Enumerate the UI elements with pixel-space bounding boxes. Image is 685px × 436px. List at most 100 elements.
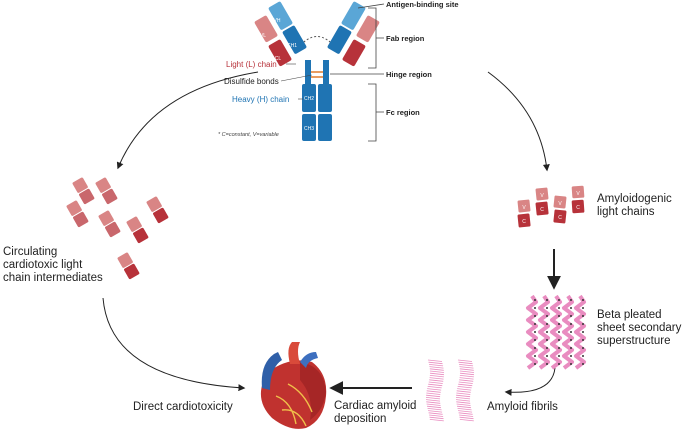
left-cl-domain [268,39,292,67]
fibril-strand [456,392,471,395]
circulating-line-2: cardiotoxic light [3,259,83,271]
fibril-strand [459,372,475,376]
beta-dot [546,299,548,301]
beta-dot [534,339,536,341]
beta-dot [570,307,572,309]
beta-dot [558,355,560,357]
fibril-strand [429,414,444,417]
beta-dot [558,323,560,325]
beta-sheet-superstructure [526,294,586,370]
beta-dot [534,323,536,325]
light-chain-label: Light (L) chain [226,60,277,69]
fibril-strand [428,412,443,415]
disulfide-bonds-label: Disulfide bonds [224,77,279,86]
beta-dot [546,363,548,365]
heart-coronary-vessel [275,383,313,427]
beta-dot [546,339,548,341]
fibril-strand [427,359,443,362]
beta-dot [558,331,560,333]
fibril-strand [459,370,475,373]
amyloidogenic-label: Amyloidogenic light chains [597,193,672,219]
beta-dot [546,323,548,325]
heart-illustration [260,342,327,429]
disulfide-leader [280,74,313,82]
fibril-strand [429,416,444,420]
beta-sheet-line-1: Beta pleated [597,309,662,321]
fibril-strand [429,370,445,373]
hinge-left [305,60,311,85]
direct-cardiotoxicity-label: Direct cardiotoxicity [133,401,233,413]
beta-dot [582,347,584,349]
fibril-strand [426,399,441,402]
beta-strand [550,294,562,370]
heavy-chain-ch2-left [302,84,316,112]
fibril-strand [429,366,444,369]
fibril-strand [459,366,474,369]
fibril-strand [456,394,471,398]
beta-strand [526,294,538,370]
cardiac-deposition-label: Cardiac amyloid deposition [334,400,416,426]
beta-dot [534,363,536,365]
beta-dot [546,315,548,317]
beta-dot [534,347,536,349]
fc-region-label: Fc region [386,108,420,117]
circulating-line-3: chain intermediates [3,272,103,284]
fibril-strand [429,364,444,367]
beta-dot [582,355,584,357]
beta-dot [534,307,536,309]
antigen-site-leader [357,3,385,9]
free-light-chain [117,252,140,280]
beta-dot [570,363,572,365]
chain-domain-letter: V [576,191,580,197]
beta-dot [534,315,536,317]
left-ch1-domain [282,25,307,54]
fibril-strand [457,388,472,391]
fibril-strand [426,392,441,395]
fibril-strand [428,410,443,413]
fc-region-bracket [368,83,384,142]
beta-dot [570,299,572,301]
amyloid-fibrils-label: Amyloid fibrils [487,401,558,413]
fibril-strand [459,419,474,422]
circulating-line-1: Circulating [3,246,58,258]
domain-label-vh: VH [274,18,281,24]
fibril-strand [457,386,472,389]
beta-dot [546,347,548,349]
chain-domain-letter: C [558,215,562,221]
beta-dot [558,307,560,309]
hinge-right [323,60,329,85]
fibril-strand [458,381,473,384]
circulating-light-chains [66,177,169,280]
heavy-chain-ch3-right [318,114,332,141]
beta-sheet-line-2: sheet secondary [597,322,682,334]
heavy-chain-ch3-left [302,114,316,141]
free-light-chain [126,216,149,244]
fibril-strand [427,386,442,389]
cardiac-deposition-line-1: Cardiac amyloid [334,400,417,412]
fibril-strand [425,397,441,400]
fibril-strand [427,388,442,391]
fibril-strand [427,408,442,411]
fibril-strand [426,394,441,398]
beta-dot [570,315,572,317]
beta-dot [558,347,560,349]
footnote: * C=constant, V=variable [218,132,279,138]
fibril-strand [456,403,471,406]
hinge-region-label: Hinge region [386,70,432,79]
beta-dot [546,307,548,309]
amyloidogenic-light-chains [517,185,585,228]
fibril-strand [459,368,474,371]
domain-label-ch3: CH3 [304,126,314,132]
fibril-strand [426,405,442,409]
right-vh-domain [341,1,366,30]
beta-dot [582,363,584,365]
beta-dot [570,355,572,357]
fibril-strand [459,379,474,382]
beta-sheet-label: Beta pleated sheet secondary superstruct… [597,309,681,348]
beta-dot [582,323,584,325]
arrow-to-circulating [116,71,259,170]
fibril-strand [456,390,471,393]
chain-domain-letter: C [522,219,526,225]
beta-dot [558,315,560,317]
fibril-strand [426,401,441,404]
